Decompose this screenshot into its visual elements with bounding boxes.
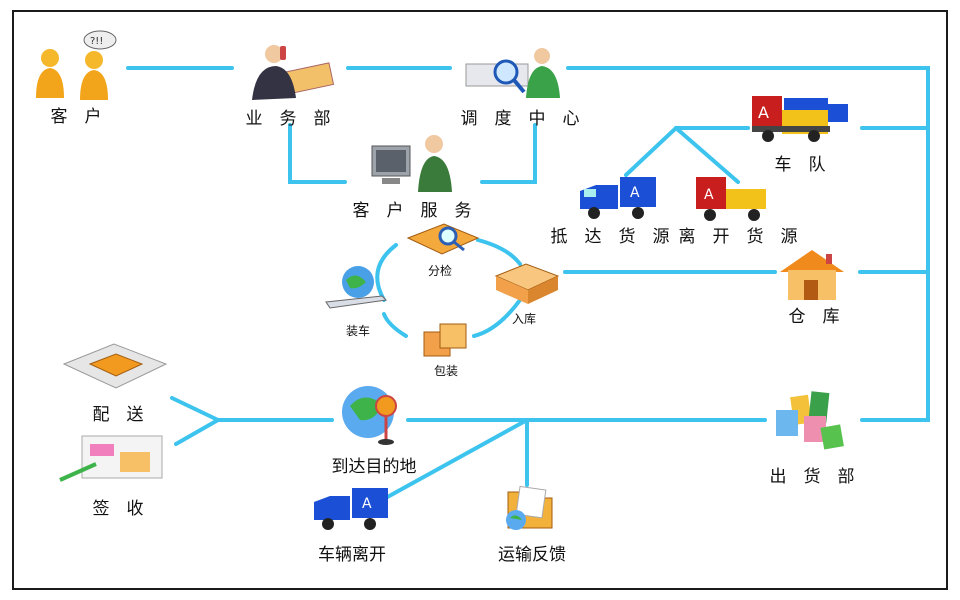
label-source-arrival: 抵 达 货 源: [550, 227, 670, 247]
customer-service-agent-icon: [371, 135, 452, 192]
label-business-dept: 业 务 部: [245, 109, 331, 129]
destination-globe-icon: [342, 386, 397, 445]
label-warehouse: 仓 库: [788, 307, 840, 327]
label-customer-service: 客 户 服 务: [352, 201, 472, 221]
label-customer: 客 户: [50, 107, 102, 127]
svg-text:A: A: [362, 496, 372, 512]
loading-plane-globe-icon: [325, 266, 388, 309]
label-transport-feedback: 运输反馈: [498, 545, 566, 565]
red-yellow-truck-icon: A: [696, 177, 766, 221]
label-destination: 到达目的地: [331, 457, 417, 477]
label-inbound: 入库: [511, 312, 537, 326]
label-shipping-dept: 出 货 部: [769, 467, 855, 487]
fleet-trucks-icon: A: [752, 96, 848, 142]
svg-text:A: A: [704, 187, 714, 203]
dispatch-magnifier-icon: [465, 48, 560, 98]
blue-truck-icon: A: [580, 177, 656, 219]
delivery-box-icon: [62, 343, 168, 389]
sorting-tray-icon: [406, 223, 480, 255]
label-signoff: 签 收: [92, 499, 144, 519]
label-sorting: 分检: [427, 264, 453, 278]
label-loading: 装车: [345, 324, 371, 338]
feedback-folder-icon: [506, 485, 553, 530]
packing-boxes-icon: [423, 323, 467, 357]
label-dispatch-center: 调 度 中 心: [460, 109, 580, 129]
business-person-icon: [252, 45, 335, 100]
svg-text:A: A: [630, 185, 640, 201]
customer-icon: ?!!: [36, 30, 117, 100]
shipping-bags-icon: [776, 391, 844, 450]
svg-text:A: A: [758, 103, 769, 122]
label-fleet: 车 队: [774, 155, 826, 175]
svg-text:?!!: ?!!: [90, 36, 103, 47]
label-source-departure: 离 开 货 源: [678, 227, 798, 247]
label-packing: 包装: [433, 364, 459, 378]
warehouse-house-icon: [780, 250, 844, 300]
inbound-boxes-icon: [494, 263, 560, 304]
label-vehicle-departure: 车辆离开: [318, 545, 386, 565]
label-delivery: 配 送: [92, 405, 144, 425]
departing-truck-icon: A: [314, 488, 388, 530]
signoff-document-icon: [59, 435, 163, 482]
